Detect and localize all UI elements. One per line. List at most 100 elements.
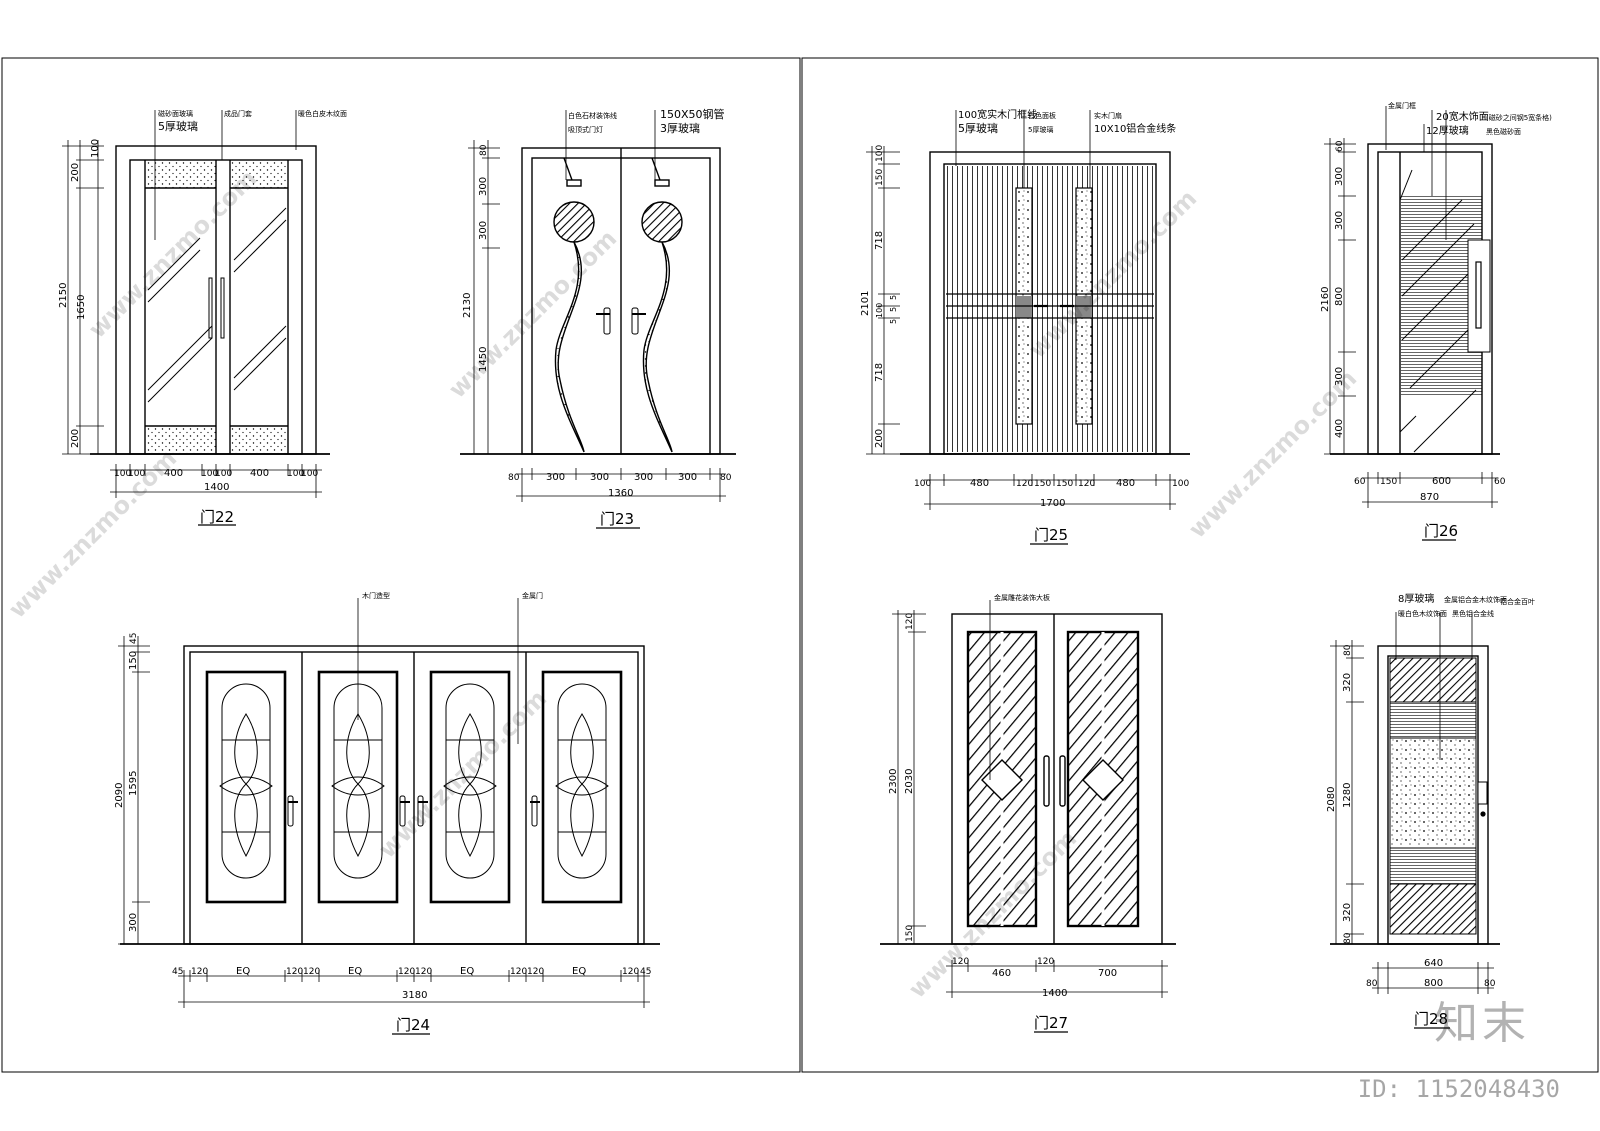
door-24-dim-h-13: 120 — [622, 967, 639, 977]
door-24-dim-h-3: EQ — [236, 966, 250, 977]
door-27-title: 门27 — [1034, 1014, 1068, 1032]
door-22-dim-h-1: 100 — [114, 469, 131, 479]
door-27-total: 1400 — [1042, 988, 1067, 999]
door-25-dim-h-7: 480 — [1116, 478, 1135, 489]
door-28-note-4: 黑色铝合金线 — [1452, 609, 1494, 618]
door-24-dim-h-5: 120 — [303, 967, 320, 977]
door-27-dim-v-2: 2300 — [888, 769, 899, 794]
door-25-dim-v-5: 5 — [889, 295, 898, 300]
door-24-dim-h-7: 120 — [398, 967, 415, 977]
door-25-dim-v-3: 718 — [874, 231, 885, 250]
door-26-title: 门26 — [1424, 522, 1458, 540]
door-28-note-5: 铝合金百叶 — [1500, 597, 1535, 606]
door-26-note-4: (磁砂之间钢5宽条格) — [1486, 113, 1552, 122]
door-27-labels: 金属雕花装饰大板 120 2300 2030 150 120 460 120 7… — [888, 593, 1117, 1032]
door-25-dim-v-9: 718 — [874, 363, 885, 382]
door-25-dim-h-2: 480 — [970, 478, 989, 489]
door-24 — [118, 598, 660, 1035]
door-25-dim-v-2: 150 — [875, 169, 885, 186]
door-26-dim-v-2: 300 — [1334, 167, 1345, 186]
door-24-dim-h-11: 120 — [527, 967, 544, 977]
door-23-dim-v-5: 1450 — [478, 347, 489, 372]
door-26-dim-h-2: 150 — [1380, 477, 1397, 487]
door-25-dim-v-10: 200 — [874, 429, 885, 448]
door-23-dim-v-1: 80 — [479, 144, 489, 156]
door-22-dim-h-3: 400 — [164, 468, 183, 479]
door-23-title: 门23 — [600, 510, 634, 528]
door-23-note-3: 150X50钢管 — [660, 107, 725, 121]
door-23 — [460, 110, 736, 529]
door-22-labels: 磁砂面玻璃 5厚玻璃 成品门套 暖色白皮木纹面 100 200 2150 165… — [58, 109, 347, 526]
door-23-note-2: 吸顶式门灯 — [568, 125, 603, 134]
door-22-dim-h-8: 100 — [301, 469, 318, 479]
door-23-dim-h-2: 300 — [546, 472, 565, 483]
door-24-dim-v-1: 45 — [129, 633, 139, 644]
door-25-dim-h-1: 100 — [914, 479, 931, 489]
door-23-dim-v-2: 300 — [478, 177, 489, 196]
door-24-total: 3180 — [402, 990, 427, 1001]
door-25-note-4: 5厚玻璃 — [1028, 125, 1053, 134]
door-26-note-3: 12厚玻璃 — [1426, 124, 1469, 137]
door-24-dim-h-2: 120 — [191, 967, 208, 977]
brand-logo: 知末 — [1434, 998, 1530, 1049]
door-25-dim-h-4: 150 — [1034, 479, 1051, 489]
door-25-dim-v-1: 100 — [875, 145, 885, 162]
door-27 — [880, 600, 1176, 1033]
door-24-dim-v-4: 1595 — [128, 771, 139, 796]
door-26-dim-h-3: 600 — [1432, 476, 1451, 487]
door-24-dim-v-5: 300 — [128, 913, 139, 932]
door-26-dim-v-3: 300 — [1334, 211, 1345, 230]
door-22-note-3: 成品门套 — [224, 109, 252, 118]
door-22-dim-v-5: 200 — [70, 429, 81, 448]
door-26-note-5: 黑色磁砂面 — [1486, 127, 1521, 136]
door-22-dim-h-7: 100 — [287, 469, 304, 479]
door-25-dim-h-5: 150 — [1056, 479, 1073, 489]
door-22-dim-h-6: 400 — [250, 468, 269, 479]
door-25-dim-h-6: 120 — [1078, 479, 1095, 489]
door-25-note-2: 5厚玻璃 — [958, 121, 998, 135]
door-25-labels: 100宽实木门框线 5厚玻璃 白色面板 5厚玻璃 实木门扇 10X10铝合金线条… — [860, 108, 1189, 544]
door-26-labels: 金属门框 20宽木饰面 12厚玻璃 (磁砂之间钢5宽条格) 黑色磁砂面 60 3… — [1320, 101, 1552, 540]
door-22-total: 1400 — [204, 482, 229, 493]
door-25-dim-v-6: 100 — [875, 303, 884, 318]
door-26-dim-v-6: 300 — [1334, 367, 1345, 386]
door-27-note-1: 金属雕花装饰大板 — [994, 593, 1050, 602]
door-28-dim-h-3: 800 — [1424, 978, 1443, 989]
door-24-note-2: 金属门 — [522, 591, 543, 600]
door-22-dim-h-2: 100 — [128, 469, 145, 479]
door-24-labels: 木门造型 金属门 45 150 2090 1595 300 45 120 EQ … — [114, 591, 651, 1034]
door-24-dim-h-9: EQ — [460, 966, 474, 977]
door-23-dim-h-6: 80 — [720, 473, 732, 483]
door-24-dim-v-2: 150 — [128, 651, 139, 670]
door-28-note-1: 8厚玻璃 — [1398, 592, 1434, 605]
door-25-dim-v-4: 2101 — [860, 291, 871, 316]
door-28-dim-v-2: 320 — [1342, 673, 1353, 692]
door-28-note-3: 金属铝合金木纹饰面 — [1444, 595, 1507, 604]
door-27-dim-h-4: 700 — [1098, 968, 1117, 979]
door-26-dim-h-4: 60 — [1494, 477, 1506, 487]
door-28 — [1330, 612, 1500, 1029]
door-26-note-2: 20宽木饰面 — [1436, 110, 1489, 123]
door-27-dim-h-3: 120 — [1037, 957, 1054, 967]
door-22-title: 门22 — [200, 508, 234, 526]
door-22 — [62, 110, 330, 526]
door-24-dim-h-6: EQ — [348, 966, 362, 977]
door-22-dim-v-2: 200 — [70, 163, 81, 182]
door-24-dim-h-12: EQ — [572, 966, 586, 977]
door-24-dim-h-10: 120 — [510, 967, 527, 977]
door-24-dim-h-4: 120 — [286, 967, 303, 977]
door-27-dim-v-3: 2030 — [904, 769, 915, 794]
door-23-dim-h-4: 300 — [634, 472, 653, 483]
door-25-dim-v-7: 5 — [889, 307, 898, 312]
door-23-note-1: 白色石材装饰线 — [568, 111, 617, 120]
door-28-labels: 8厚玻璃 暖白色木纹饰面 金属铝合金木纹饰面 黑色铝合金线 铝合金百叶 80 3… — [1326, 592, 1535, 1028]
door-22-dim-v-1: 100 — [90, 139, 101, 158]
door-27-dim-v-4: 150 — [905, 925, 915, 942]
door-28-dim-v-6: 80 — [1343, 932, 1353, 944]
door-26-note-1: 金属门框 — [1388, 101, 1416, 110]
door-26-dim-v-7: 400 — [1334, 419, 1345, 438]
door-24-dim-h-14: 45 — [640, 967, 651, 977]
door-23-note-4: 3厚玻璃 — [660, 121, 700, 135]
door-24-dim-v-3: 2090 — [114, 783, 125, 808]
